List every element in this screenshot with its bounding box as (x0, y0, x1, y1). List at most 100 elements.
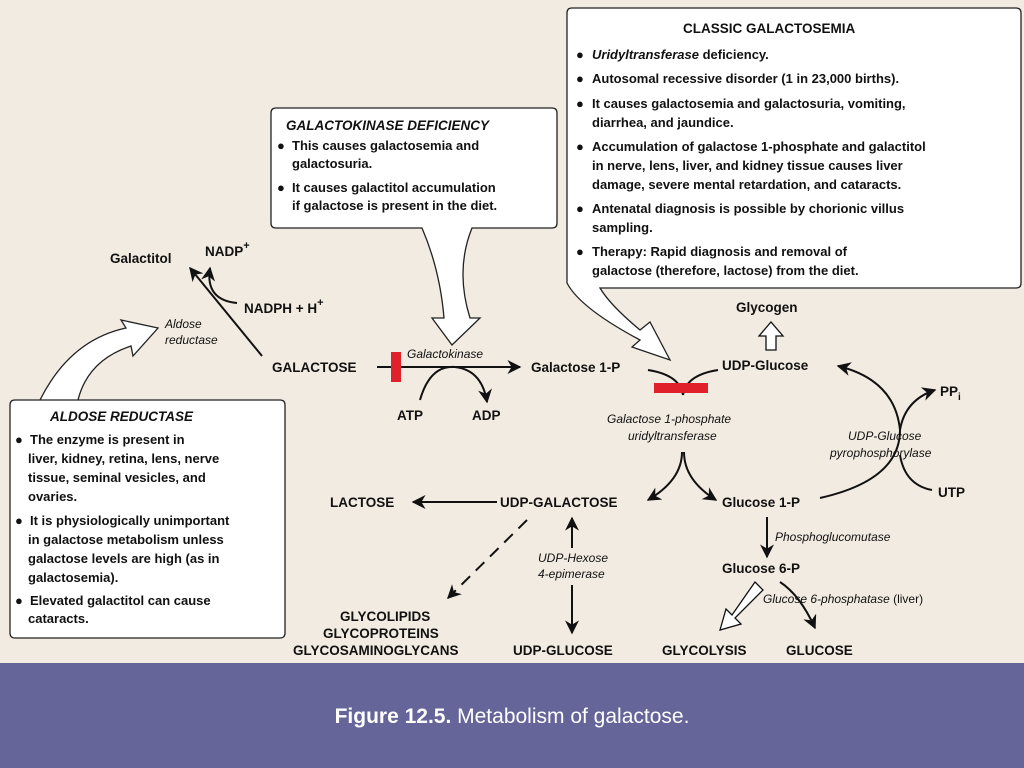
galactokinase-callout-shape (270, 107, 558, 346)
nadph-to-nadp-arrow (201, 266, 238, 304)
galactitol-node: Galactitol (110, 251, 172, 266)
caption-bar (0, 663, 1024, 768)
classic-box-line: Antenatal diagnosis is possible by chori… (592, 201, 904, 216)
classic-box-line: Autosomal recessive disorder (1 in 23,00… (592, 71, 899, 86)
pyrophosphate-release-arrow (899, 387, 937, 431)
udpgal-to-glycoconjugates-arrow (447, 519, 528, 599)
bullet: ● (277, 138, 285, 153)
classic-box-line: Accumulation of galactose 1-phosphate an… (592, 139, 926, 154)
galactose-to-galactitol-arrow (189, 266, 263, 357)
glycolysis-node: GLYCOLYSIS (662, 643, 747, 658)
uridyltransferase-block-bar (654, 383, 708, 393)
ppi-label: PP (940, 384, 958, 399)
glc1p-to-udpglc-arrow (819, 362, 902, 499)
classic-galactosemia-callout-shape (566, 7, 1022, 362)
adp-node: ADP (472, 408, 501, 423)
classic-box-line: damage, severe mental retardation, and c… (592, 177, 901, 192)
transferase-to-udpgal-arrow (646, 451, 683, 501)
nadph-superscript: + (317, 297, 323, 309)
aldose-box-line: The enzyme is present in (30, 432, 185, 447)
figure-caption: Figure 12.5. Metabolism of galactose. (0, 705, 1024, 729)
galactokinase-box-line: if galactose is present in the diet. (292, 198, 497, 213)
bullet: ● (277, 180, 285, 195)
uridyltransferase-label-2: uridyltransferase (628, 429, 717, 443)
aldose-box-line: ovaries. (28, 489, 77, 504)
aldose-box-line: liver, kidney, retina, lens, nerve (28, 451, 219, 466)
atp-to-adp-arrow (419, 365, 492, 404)
bullet: ● (576, 244, 584, 259)
glycogen-node: Glycogen (736, 300, 798, 315)
epimerase-label-1: UDP-Hexose (538, 551, 608, 565)
galactokinase-box-line: galactosuria. (292, 156, 372, 171)
classic-box-line: It causes galactosemia and galactosuria,… (592, 96, 906, 111)
ppi-subscript: i (958, 392, 961, 403)
g6pase-label: Glucose 6-phosphatase (liver) (763, 592, 923, 606)
aldose-box-line: tissue, seminal vesicles, and (28, 470, 206, 485)
atp-node: ATP (397, 408, 423, 423)
aldose-reductase-label-1: Aldose (164, 317, 202, 331)
glycolipids-node: GLYCOLIPIDS (340, 609, 430, 624)
glycosaminoglycans-node: GLYCOSAMINOGLYCANS (293, 643, 459, 658)
aldose-box-line: in galactose metabolism unless (28, 532, 224, 547)
glucose-6p-node: Glucose 6-P (722, 561, 800, 576)
udp-galactose-node: UDP-GALACTOSE (500, 495, 618, 510)
nadph-label: NADPH + H (244, 301, 317, 316)
classic-box-line-first: Uridyltransferase deficiency. (592, 47, 769, 62)
g6pase-name: Glucose 6-phosphatase (763, 592, 890, 606)
udp-glucose-caps-node: UDP-GLUCOSE (513, 643, 613, 658)
classic-box-line: in nerve, lens, liver, and kidney tissue… (592, 158, 903, 173)
bullet: ● (576, 71, 584, 86)
aldose-box-title: ALDOSE REDUCTASE (49, 409, 194, 424)
classic-box-line: sampling. (592, 220, 653, 235)
nadph-node: NADPH + H+ (244, 297, 324, 316)
g6pase-liver: (liver) (890, 592, 923, 606)
classic-box-line: diarrhea, and jaundice. (592, 115, 734, 130)
utp-node: UTP (938, 485, 965, 500)
aldose-box-line: galactose levels are high (as in (28, 551, 220, 566)
phosphoglucomutase-label: Phosphoglucomutase (775, 530, 891, 544)
caption-text: Metabolism of galactose. (451, 705, 690, 728)
aldose-box-line: galactosemia). (28, 570, 118, 585)
classic-box-title: CLASSIC GALACTOSEMIA (683, 21, 856, 36)
bullet: ● (576, 201, 584, 216)
classic-box-first-italic: Uridyltransferase (592, 47, 699, 62)
galactokinase-box-line: This causes galactosemia and (292, 138, 479, 153)
aldose-box-line: Elevated galactitol can cause (30, 593, 211, 608)
galactokinase-box-title: GALACTOKINASE DEFICIENCY (286, 118, 491, 133)
aldose-reductase-callout-shape (9, 319, 286, 639)
glycoproteins-node: GLYCOPROTEINS (323, 626, 439, 641)
pyrophosphorylase-label-1: UDP-Glucose (848, 429, 922, 443)
classic-box-line: galactose (therefore, lactose) from the … (592, 263, 859, 278)
glucose-caps-node: GLUCOSE (786, 643, 853, 658)
bullet: ● (15, 432, 23, 447)
uridyltransferase-label-1: Galactose 1-phosphate (607, 412, 731, 426)
galactokinase-block-bar (391, 352, 401, 382)
bullet: ● (15, 593, 23, 608)
transferase-to-glc1p-arrow (683, 451, 718, 501)
nadp-superscript: + (243, 240, 249, 252)
glc6p-to-glycolysis-arrow (719, 580, 764, 631)
aldose-reductase-label-2: reductase (165, 333, 218, 347)
pyrophosphorylase-label-2: pyrophosphorylase (829, 446, 932, 460)
classic-box-line: Therapy: Rapid diagnosis and removal of (592, 244, 848, 259)
bullet: ● (576, 96, 584, 111)
galactose-1p-node: Galactose 1-P (531, 360, 620, 375)
galactose-pathway-diagram: GALACTOKINASE DEFICIENCY ● This causes g… (9, 7, 1022, 658)
aldose-box-line: It is physiologically unimportant (30, 513, 230, 528)
classic-box-first-rest: deficiency. (699, 47, 769, 62)
galactose-node: GALACTOSE (272, 360, 357, 375)
utp-input-line (899, 454, 933, 491)
glucose-1p-node: Glucose 1-P (722, 495, 800, 510)
bullet: ● (576, 139, 584, 154)
bullet: ● (15, 513, 23, 528)
udpglc-to-glycogen-arrow (757, 321, 785, 351)
bullet: ● (576, 47, 584, 62)
aldose-box-line: cataracts. (28, 611, 89, 626)
galactokinase-box-line: It causes galactitol accumulation (292, 180, 496, 195)
ppi-node: PPi (940, 384, 961, 403)
galactokinase-label: Galactokinase (407, 347, 483, 361)
nadp-label: NADP (205, 244, 243, 259)
udp-glucose-node: UDP-Glucose (722, 358, 809, 373)
lactose-node: LACTOSE (330, 495, 394, 510)
